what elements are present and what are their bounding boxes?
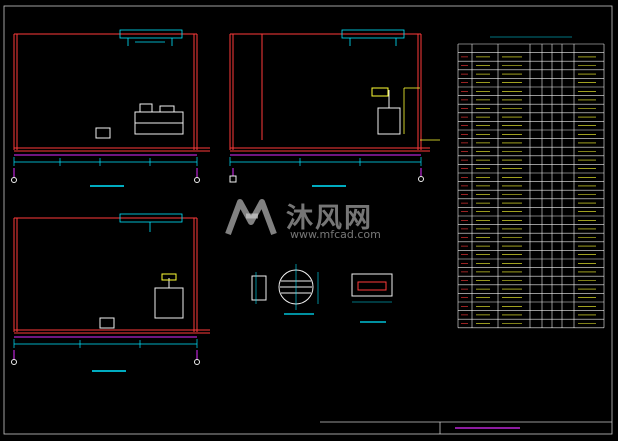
watermark-text: 沐风网: [286, 203, 373, 234]
section-a-walls: [13, 33, 210, 152]
section-b-roof-vent: [341, 29, 405, 46]
watermark-url: www.mfcad.com: [290, 228, 381, 241]
section-a-axis-bubble-2[interactable]: [194, 177, 200, 183]
section-a-dimension-line: [13, 157, 198, 166]
pit-detail[interactable]: [351, 273, 393, 323]
section-c-equipment: [99, 273, 184, 329]
section-b-axis-marker-1[interactable]: [229, 175, 237, 183]
section-b-pipework: [403, 87, 440, 141]
section-b-equipment: [371, 87, 401, 135]
section-c-axis-line: [13, 336, 198, 360]
section-c-axis-bubble-1[interactable]: [11, 359, 17, 365]
section-b-dimension-line: [229, 157, 422, 166]
section-a-axis-bubble-1[interactable]: [11, 177, 17, 183]
section-a-roof-vent: [119, 29, 183, 46]
drawing-frame: [3, 5, 613, 435]
circular-tank-detail[interactable]: [251, 264, 319, 315]
section-b-walls: [229, 33, 430, 152]
section-b-view[interactable]: [229, 29, 440, 187]
section-c-view[interactable]: [11, 213, 211, 372]
section-c-dimension-line: [13, 339, 198, 348]
section-c-walls: [13, 217, 210, 334]
section-a-axis-line: [13, 154, 198, 178]
section-a-view[interactable]: [11, 29, 211, 187]
section-b-axis-bubble-2[interactable]: [418, 176, 424, 182]
section-a-equipment: [95, 103, 184, 139]
equipment-schedule-table[interactable]: [457, 36, 605, 329]
section-c-axis-bubble-2[interactable]: [194, 359, 200, 365]
section-c-roof-vent: [119, 213, 183, 232]
section-b-axis-line: [230, 154, 422, 176]
mfcad-logo-icon: [225, 199, 277, 236]
